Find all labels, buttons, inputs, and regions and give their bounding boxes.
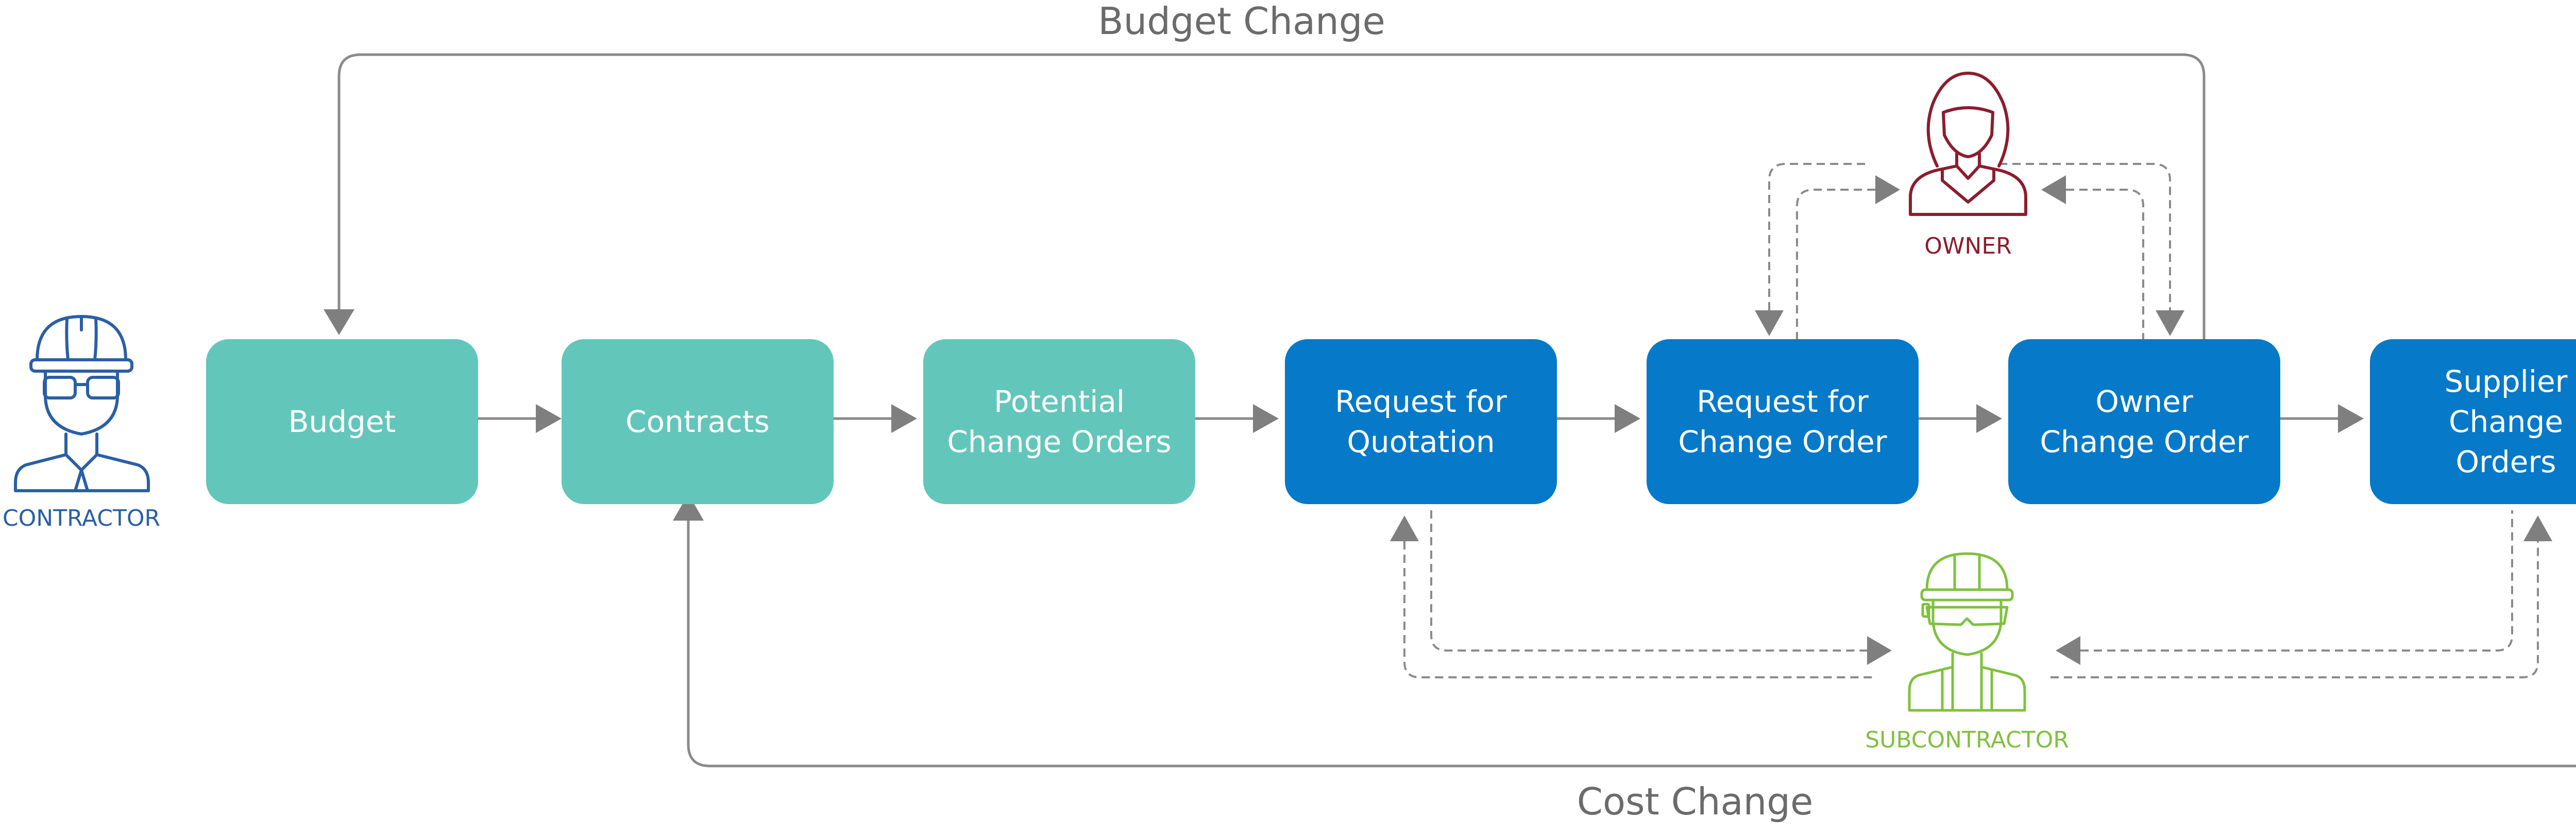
sub-loop-left-inner bbox=[1430, 510, 1867, 652]
box-budget-label: Budget bbox=[289, 404, 396, 439]
sub-right-left-arrowhead bbox=[2056, 636, 2080, 665]
box-label-line: Potential bbox=[994, 384, 1125, 419]
owner-loop-outer-right bbox=[1999, 163, 2171, 310]
box-label-line: Request for bbox=[1697, 384, 1869, 419]
box-budget: Budget bbox=[206, 339, 478, 504]
box-contracts-shape bbox=[562, 339, 834, 504]
owner-woman-icon bbox=[1909, 72, 2027, 216]
subcontractor-hardhat-icon bbox=[1908, 552, 2026, 712]
sub-right-up-arrowhead bbox=[2523, 515, 2552, 541]
box-label-line: Request for bbox=[1335, 384, 1507, 419]
box-label-line: Contracts bbox=[625, 404, 770, 439]
cost-change-connector bbox=[687, 521, 2576, 768]
connector-2-arrowhead bbox=[891, 404, 917, 433]
sub-left-up-arrowhead bbox=[1390, 515, 1419, 541]
sub-loop-left-outer bbox=[1403, 541, 1875, 678]
box-label-line: Change Order bbox=[1678, 424, 1887, 459]
box-label-line: Quotation bbox=[1347, 424, 1495, 459]
cost-change-arrowhead bbox=[673, 494, 704, 521]
box-request-for-change-order-shape bbox=[1647, 339, 1919, 504]
box-label-line: Supplier bbox=[2445, 364, 2568, 399]
box-potential-change-orders-shape bbox=[923, 339, 1195, 504]
box-label-line: Change bbox=[2449, 404, 2563, 439]
owner-loop-inner-left bbox=[1796, 189, 1875, 340]
sub-loop-right-outer bbox=[2050, 541, 2539, 678]
box-connectors bbox=[478, 404, 2364, 433]
box-owner-change-order-shape bbox=[2008, 339, 2280, 504]
connector-3-arrowhead bbox=[1253, 404, 1279, 433]
contractor-hardhat-icon bbox=[14, 315, 150, 492]
box-budget-shape bbox=[206, 339, 478, 504]
sub-loop-right-inner bbox=[2080, 510, 2513, 652]
connector-5-arrowhead bbox=[1976, 404, 2002, 433]
connector-1-arrowhead bbox=[536, 404, 562, 433]
subcontractor-label: SUBCONTRACTOR bbox=[1865, 727, 2069, 753]
sub-left-right-arrowhead bbox=[1867, 636, 1892, 665]
box-label-line: Change Order bbox=[2040, 424, 2248, 459]
owner-right-down-arrowhead bbox=[2156, 310, 2184, 336]
box-label-line: Change Orders bbox=[947, 424, 1172, 459]
connector-4-arrowhead bbox=[1615, 404, 1640, 433]
box-label-line: Owner bbox=[2095, 384, 2193, 419]
box-supplier-change-orders-shape bbox=[2370, 339, 2576, 504]
owner-loop-inner-right bbox=[2066, 189, 2144, 340]
budget-change-connector bbox=[337, 53, 2206, 340]
owner-left-right-arrowhead bbox=[1875, 175, 1900, 204]
owner-label: OWNER bbox=[1924, 233, 2011, 259]
box-label-line: Budget bbox=[289, 404, 396, 439]
budget-change-label: Budget Change bbox=[1098, 0, 1385, 43]
owner-loop-outer-left bbox=[1768, 163, 1865, 310]
box-contracts: Contracts bbox=[562, 339, 834, 504]
owner-right-left-arrowhead bbox=[2041, 175, 2066, 204]
budget-change-arrowhead bbox=[324, 309, 354, 335]
box-contracts-label: Contracts bbox=[625, 404, 770, 439]
owner-left-down-arrowhead bbox=[1755, 310, 1784, 336]
box-request-for-quotation-shape bbox=[1285, 339, 1557, 504]
contractor-label: CONTRACTOR bbox=[3, 505, 160, 531]
box-label-line: Orders bbox=[2455, 444, 2556, 479]
cost-change-label: Cost Change bbox=[1577, 780, 1814, 823]
connector-6-arrowhead bbox=[2338, 404, 2364, 433]
